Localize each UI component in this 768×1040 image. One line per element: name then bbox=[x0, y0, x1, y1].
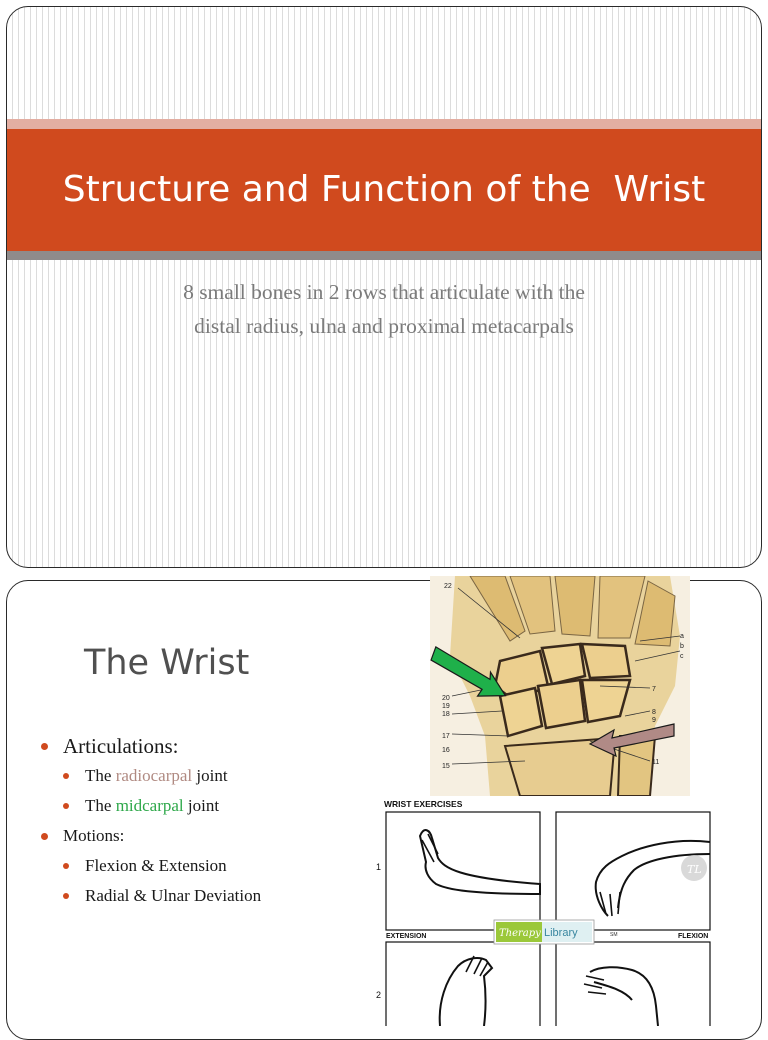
accent-band-bottom bbox=[7, 251, 761, 260]
radiocarpal-term: radiocarpal bbox=[115, 766, 193, 785]
xray-label: 16 bbox=[442, 747, 450, 754]
therapy-library-logo: Therapy Library bbox=[493, 919, 595, 945]
sub-bullet-midcarpal: The midcarpal joint bbox=[37, 791, 261, 821]
accent-band-top bbox=[7, 119, 761, 129]
sub-list-articulations: The radiocarpal joint The midcarpal join… bbox=[37, 761, 261, 821]
bullet-dot bbox=[41, 743, 48, 750]
bullet-motions: Motions: bbox=[37, 821, 261, 851]
xray-label: 7 bbox=[652, 686, 656, 693]
xray-label: c bbox=[680, 653, 684, 660]
xray-label: 9 bbox=[652, 717, 656, 724]
bullet-dot bbox=[63, 893, 69, 899]
exercise-row-number: 2 bbox=[376, 990, 381, 1000]
bullet-dot bbox=[41, 833, 48, 840]
xray-label: 20 bbox=[442, 695, 450, 702]
xray-label: 11 bbox=[652, 759, 659, 766]
xray-label: 17 bbox=[442, 733, 450, 740]
xray-label: 8 bbox=[652, 709, 656, 716]
watermark-text: TL bbox=[687, 863, 702, 876]
svg-text:Therapy: Therapy bbox=[499, 928, 541, 939]
bullet-articulations: Articulations: bbox=[37, 731, 261, 761]
hand-flexion-icon bbox=[594, 839, 711, 917]
bullet-dot bbox=[63, 863, 69, 869]
title-band: Structure and Function of the Wrist bbox=[7, 129, 761, 251]
xray-label: a bbox=[680, 633, 684, 640]
green-arrow-icon bbox=[430, 646, 507, 697]
wrist-exercises-image: WRIST EXERCISES 1 2 EXTENSION FLEXION SM… bbox=[374, 796, 720, 1026]
wrist-anatomy-image: 22 20 19 18 17 16 15 7 8 9 11 a b c bbox=[430, 576, 690, 796]
bullet-text: Motions: bbox=[63, 826, 125, 845]
extension-label: EXTENSION bbox=[386, 933, 426, 940]
partial-text: SM bbox=[610, 932, 618, 938]
hand-ulnar-icon bbox=[589, 966, 659, 1026]
slide-heading: The Wrist bbox=[84, 643, 250, 683]
bullet-text: Articulations: bbox=[63, 734, 179, 758]
sub-bullet-flexion-extension: Flexion & Extension bbox=[37, 851, 261, 881]
brown-arrow-icon bbox=[588, 723, 675, 758]
exercise-row-number: 1 bbox=[376, 862, 381, 872]
hand-extension-icon bbox=[418, 829, 541, 896]
xray-label: b bbox=[680, 643, 684, 650]
sub-bullet-radiocarpal: The radiocarpal joint bbox=[37, 761, 261, 791]
slide-title-text: Structure and Function of the Wrist bbox=[62, 169, 706, 210]
sub-bullet-deviation: Radial & Ulnar Deviation bbox=[37, 881, 261, 911]
bullet-dot bbox=[63, 803, 69, 809]
hand-radial-icon bbox=[438, 957, 494, 1026]
flexion-label: FLEXION bbox=[678, 933, 708, 940]
slide-title: Structure and Function of the Wrist 8 sm… bbox=[6, 6, 762, 568]
bullet-list: Articulations: The radiocarpal joint The… bbox=[37, 731, 261, 911]
xray-label: 18 bbox=[442, 711, 450, 718]
xray-label: 15 bbox=[442, 763, 450, 770]
xray-label: 22 bbox=[444, 583, 452, 590]
subtitle-line: 8 small bones in 2 rows that articulate … bbox=[183, 280, 585, 304]
subtitle-line: distal radius, ulna and proximal metacar… bbox=[194, 314, 574, 338]
exercise-sheet-title: WRIST EXERCISES bbox=[384, 799, 463, 809]
svg-text:Library: Library bbox=[544, 927, 578, 939]
xray-label: 19 bbox=[442, 703, 450, 710]
bullet-dot bbox=[63, 773, 69, 779]
slide-subtitle: 8 small bones in 2 rows that articulate … bbox=[67, 275, 701, 343]
sub-list-motions: Flexion & Extension Radial & Ulnar Devia… bbox=[37, 851, 261, 911]
midcarpal-term: midcarpal bbox=[115, 796, 184, 815]
